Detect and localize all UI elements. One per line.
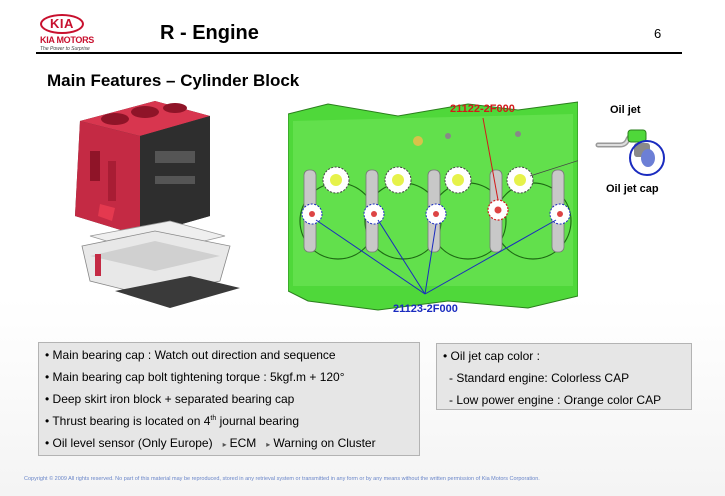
oil-jet-cap-box: • Oil jet cap color : - Standard engine:…: [436, 343, 692, 410]
cluster-warning-text: Warning on Cluster: [273, 436, 376, 450]
ordinal-superscript: th: [210, 415, 217, 422]
main-features-box: • Main bearing cap : Watch out direction…: [38, 342, 420, 456]
oil-jet-cap-label: Oil jet cap: [606, 183, 659, 195]
feature-item: • Thrust bearing is located on 4th journ…: [45, 414, 413, 436]
oil-jet-label: Oil jet: [610, 104, 641, 116]
slide-title: R - Engine: [160, 22, 259, 44]
feature-item: • Deep skirt iron block + separated bear…: [45, 392, 295, 406]
kia-logo: KIA KIA MOTORS The Power to Surprise: [36, 14, 100, 54]
logo-tagline: The Power to Surprise: [40, 46, 90, 52]
cap-heading: • Oil jet cap color :: [443, 349, 540, 363]
cap-standard: - Standard engine: Colorless CAP: [449, 371, 630, 385]
section-subtitle: Main Features – Cylinder Block: [47, 71, 300, 90]
oil-jet-illustration: [595, 129, 665, 176]
thrust-text-end: journal bearing: [216, 414, 299, 428]
oil-level-text: • Oil level sensor (Only Europe): [45, 436, 213, 450]
arrow-right-icon: ▸: [222, 440, 227, 449]
title-divider: [36, 52, 682, 54]
logo-oval: [40, 14, 84, 34]
part-number-label-blue: 21123-2F000: [393, 303, 458, 315]
logo-motors-text: KIA MOTORS: [40, 35, 95, 45]
feature-item: • Main bearing cap bolt tightening torqu…: [45, 370, 345, 384]
feature-item: • Main bearing cap : Watch out direction…: [45, 348, 336, 362]
cap-low-power: - Low power engine : Orange color CAP: [449, 393, 662, 407]
cylinder-block-diagram: [288, 101, 578, 311]
ecm-text: ECM: [229, 436, 257, 450]
logo-kia-text: KIA: [50, 16, 74, 31]
feature-item: • Oil level sensor (Only Europe)▸ECM▸War…: [45, 436, 413, 458]
engine-block-illustration: [75, 101, 240, 308]
copyright-footer: Copyright © 2009 All rights reserved. No…: [24, 476, 540, 482]
part-number-label-red: 21122-2F000: [450, 103, 515, 115]
thrust-text: • Thrust bearing is located on 4: [45, 414, 211, 428]
page-number: 6: [654, 26, 662, 41]
arrow-right-icon: ▸: [266, 440, 271, 449]
